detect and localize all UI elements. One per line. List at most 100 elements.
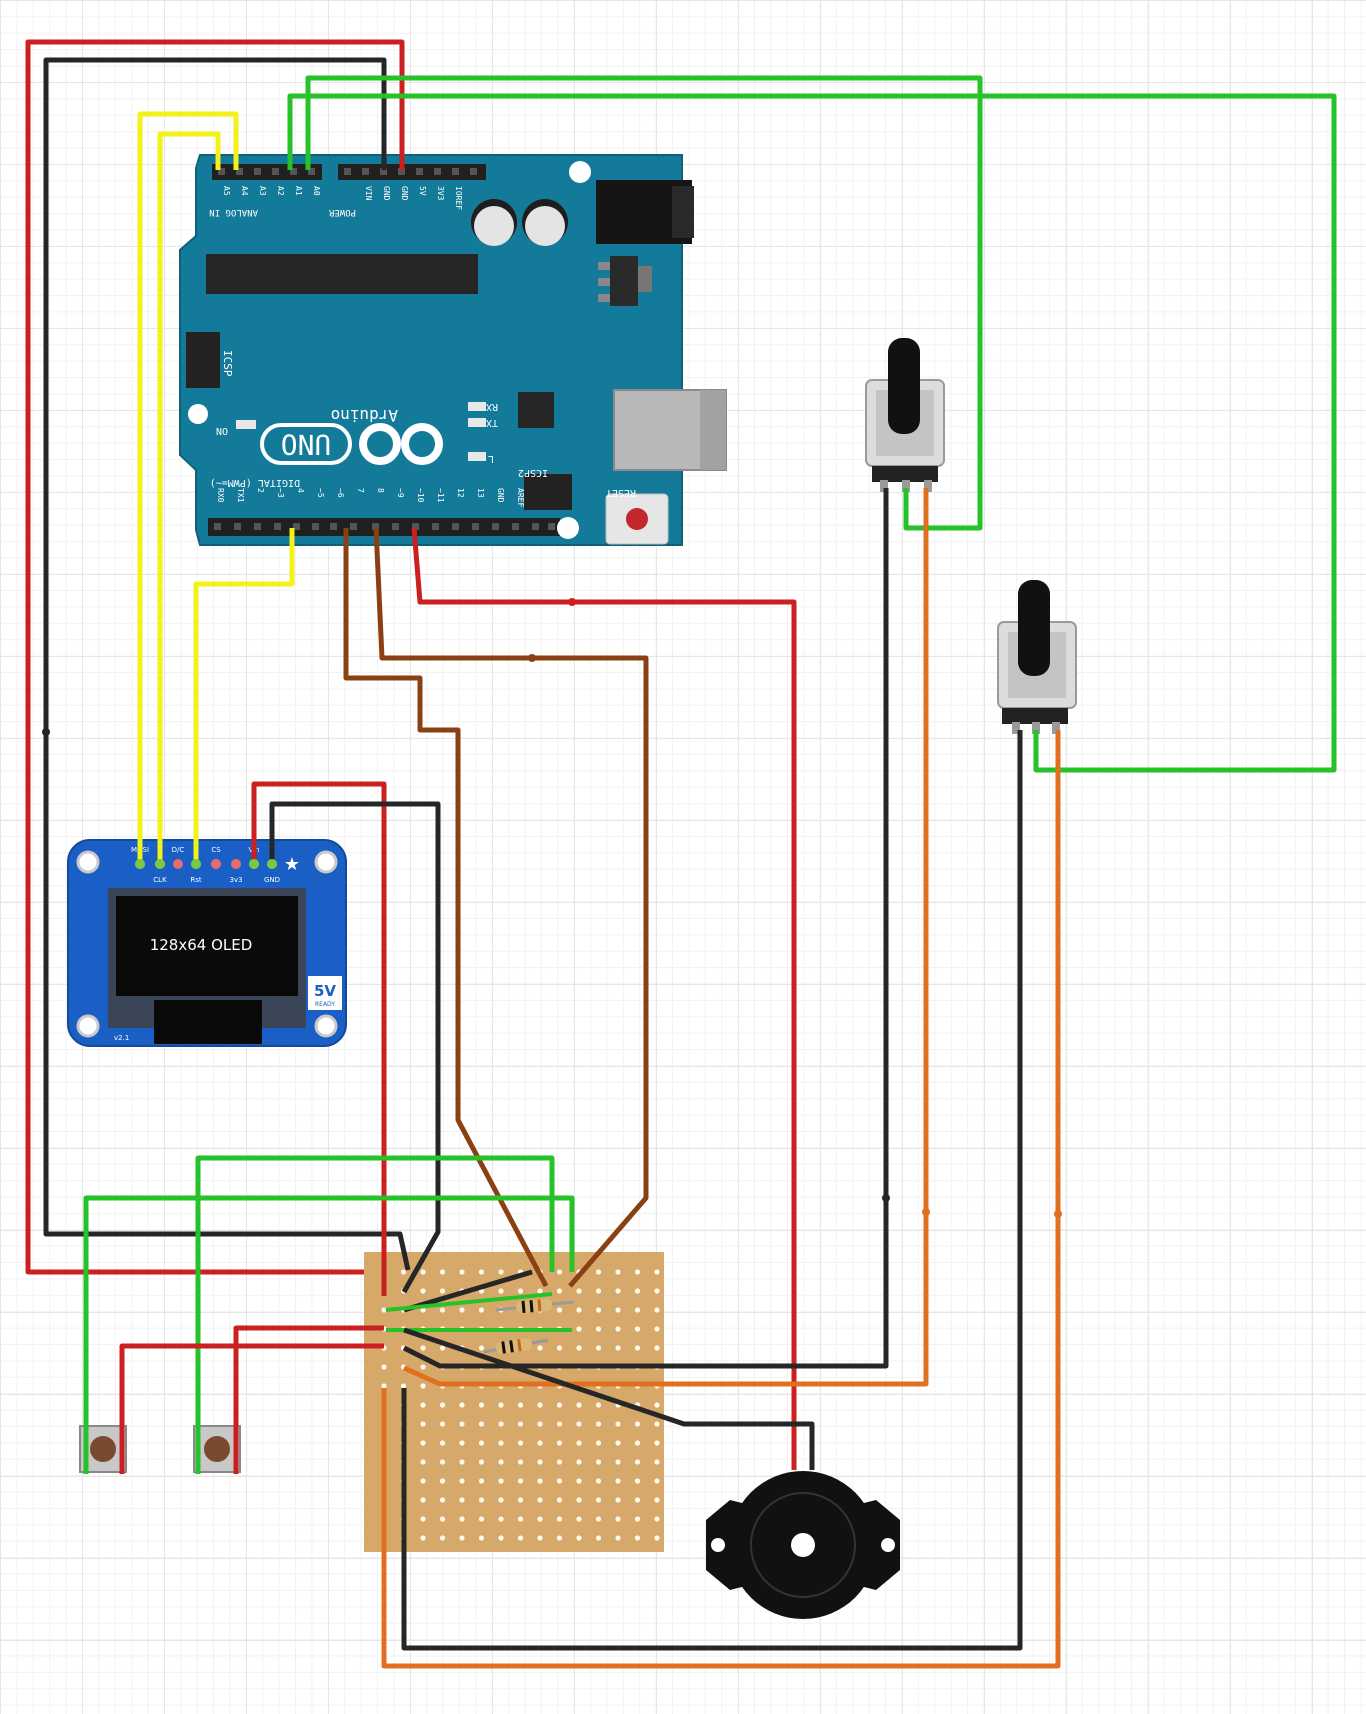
oled-screen: [116, 896, 298, 996]
reset-label: RESET: [606, 487, 636, 498]
wire-orange-pot1: [402, 488, 929, 1387]
wire-red-oled-vin: [251, 781, 387, 1296]
power-pin-label: IOREF: [454, 186, 463, 210]
on-label: ON: [216, 425, 228, 436]
digital-pin-label: 8: [376, 488, 385, 493]
5v-badge: [308, 976, 342, 1010]
digital-pin-label: RX0: [216, 488, 225, 503]
analog-pin-labels: A5 A4 A3 A2 A1 A0: [222, 186, 321, 196]
piezo-buzzer: [706, 1471, 900, 1619]
push-button-2[interactable]: [193, 1425, 241, 1473]
wire-black-buzzer: [403, 1327, 815, 1470]
oled-pin-label: Rst: [190, 876, 202, 884]
digital-pin-label: ~5: [316, 488, 325, 498]
mounting-hole: [569, 161, 591, 183]
wire-yellow-a4: [137, 111, 239, 862]
analog-pin-label: A0: [312, 186, 321, 196]
mounting-hole: [188, 404, 208, 424]
digital-pin-label: AREF: [516, 488, 525, 507]
wires: [25, 39, 1337, 1669]
wire-red-button-1: [119, 1343, 384, 1474]
tx-label: TX: [486, 417, 498, 428]
wire-black-perf-1: [403, 1269, 533, 1313]
analog-pin-label: A3: [258, 186, 267, 196]
wire-brown-d8: [373, 527, 649, 1288]
wire-junction-dots: [42, 598, 1062, 1218]
wire-black-pot1: [402, 488, 889, 1369]
digital-pin-label: 7: [356, 488, 365, 493]
digital-pin-label: 12: [456, 488, 465, 498]
analog-pin-label: A1: [294, 186, 303, 196]
wire-yellow-a5: [157, 131, 221, 862]
svg-text:READY: READY: [315, 1001, 335, 1008]
oled-pin-label: GND: [264, 876, 280, 884]
oled-pin-label: CS: [211, 846, 221, 854]
potentiometer-2[interactable]: [997, 580, 1077, 734]
wire-green-perf-1: [385, 1292, 553, 1312]
digital-pin-label: 13: [476, 488, 485, 498]
oled-screen-label: 128x64 OLED: [150, 936, 253, 954]
icsp2-label: ICSP2: [518, 467, 548, 478]
icsp2-header: [524, 474, 572, 510]
wire-brown-d7: [343, 528, 549, 1288]
oled-pin-label: CLK: [153, 876, 167, 884]
digital-pin-label: TX1: [236, 488, 245, 503]
icsp-header: [186, 332, 220, 388]
power-pin-labels: VIN GND GND 5V 3V3 IOREF: [364, 186, 463, 210]
power-pin-label: 3V3: [436, 186, 445, 201]
wire-red-d10-buzzer: [411, 527, 797, 1470]
wire-green-button-1: [83, 1195, 575, 1474]
potentiometer-1[interactable]: [865, 338, 945, 492]
svg-text:5V: 5V: [314, 982, 336, 1000]
mounting-hole: [76, 850, 100, 874]
oled-pin: [211, 859, 221, 869]
digital-header: [208, 518, 560, 536]
mounting-hole: [557, 517, 579, 539]
uno-logo: UNO: [281, 428, 332, 461]
arduino-uno-board: Arduino UNO ANALOG IN POWER DIGITAL (PWM…: [179, 154, 727, 546]
digital-pin-label: 4: [296, 488, 305, 493]
oled-pin: [173, 859, 183, 869]
wire-green-button-2: [195, 1155, 555, 1474]
wire-black-pot2: [401, 730, 1023, 1651]
resistor-1: [495, 1298, 575, 1314]
wire-black-oled-gnd: [269, 801, 441, 1294]
pot-knob[interactable]: [1018, 580, 1050, 676]
wire-orange-pot2: [381, 730, 1061, 1669]
infinity-logo: [359, 423, 443, 465]
analog-pin-label: A2: [276, 186, 285, 196]
digital-pin-label: ~10: [416, 488, 425, 503]
power-header: [338, 164, 486, 180]
mounting-hole: [314, 1014, 338, 1038]
resistor-2: [483, 1338, 549, 1354]
power-label: POWER: [328, 207, 356, 217]
oled-version-label: v2.1: [114, 1034, 129, 1042]
rx-label: RX: [486, 401, 498, 412]
wire-green-a1-pot2: [287, 93, 1337, 773]
digital-pin-label: ~9: [396, 488, 405, 498]
mounting-hole: [314, 850, 338, 874]
l-label: L: [488, 453, 494, 464]
digital-pin-label: 2: [256, 488, 265, 493]
analog-pin-label: A5: [222, 186, 231, 196]
power-pin-label: VIN: [364, 186, 373, 201]
digital-pin-label: ~6: [336, 488, 345, 498]
analog-in-label: ANALOG IN: [209, 207, 258, 217]
wire-red-button-2: [233, 1325, 384, 1474]
mounting-hole: [76, 1014, 100, 1038]
digital-pin-label: GND: [496, 488, 505, 503]
power-pin-label: GND: [382, 186, 391, 201]
pot-knob[interactable]: [888, 338, 920, 434]
arduino-brand-label: Arduino: [331, 406, 398, 425]
wire-red-5v: [25, 39, 405, 1275]
analog-pin-label: A4: [240, 186, 249, 196]
usb-chip: [518, 392, 554, 428]
wire-green-a0-pot1: [305, 75, 983, 531]
digital-pin-label: ~11: [436, 488, 445, 503]
power-pin-label: GND: [400, 186, 409, 201]
power-pin-label: 5V: [418, 186, 427, 196]
atmega-chip: [206, 254, 478, 294]
